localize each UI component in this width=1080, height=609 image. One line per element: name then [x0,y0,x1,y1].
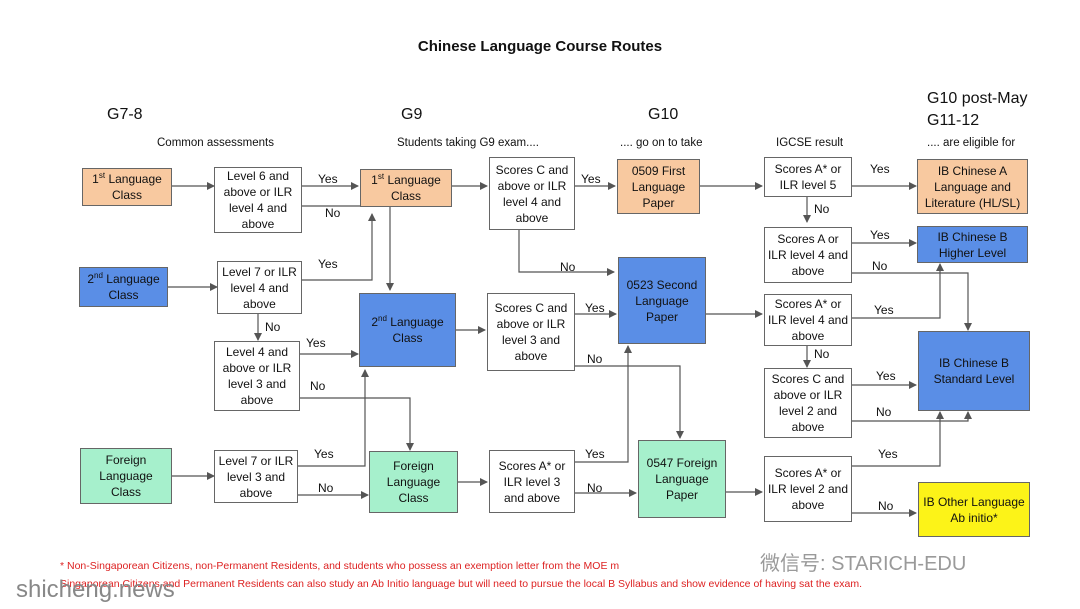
column-header-g11-12: G11-12 [927,112,980,129]
label-no: No [872,259,888,273]
ib-other-language-ab-initio: IB Other Language Ab initio* [918,482,1030,537]
label-no: No [587,481,603,495]
subheader-go-on: .... go on to take [620,137,703,149]
label-yes: Yes [306,336,326,350]
label-yes: Yes [585,301,605,315]
column-header-g10: G10 [648,106,679,123]
label-yes: Yes [876,369,896,383]
subheader-eligible: .... are eligible for [927,137,1016,149]
ib-chinese-a: IB Chinese A Language and Literature (HL… [917,159,1028,214]
label-no: No [587,352,603,366]
g9-exam-scores-astar-ilr-3: Scores A* or ILR level 3 and above [489,450,575,513]
second-language-class-g7-8-label: 2nd Language Class [87,271,160,303]
label-yes: Yes [870,162,890,176]
label-yes: Yes [314,447,334,461]
result-astar-ilr-4: Scores A* or ILR level 4 and above [764,294,852,346]
wechat-watermark: 微信号: STARICH-EDU [760,553,967,575]
footnote-line-1: * Non-Singaporean Citizens, non-Permanen… [60,560,620,572]
label-no: No [814,202,830,216]
label-no: No [310,379,326,393]
g9-exam-scores-c-ilr-3: Scores C and above or ILR level 3 and ab… [487,293,575,371]
subheader-igcse-result: IGCSE result [776,137,844,149]
column-header-g7-8: G7-8 [107,106,143,123]
first-language-class-g7-8: 1st Language Class [82,168,172,206]
label-no: No [265,320,281,334]
subheader-common-assessments: Common assessments [157,137,274,149]
subheader-g9-exam: Students taking G9 exam.... [397,137,539,149]
label-no: No [878,499,894,513]
g9-exam-scores-c-ilr-4: Scores C and above or ILR level 4 and ab… [489,157,575,230]
result-a-ilr-4: Scores A or ILR level 4 and above [764,227,852,283]
second-language-class-g9-label: 2nd Language Class [371,314,444,346]
assessment-level-7-ilr-3: Level 7 or ILR level 3 and above [214,450,298,503]
assessment-level-4: Level 4 and above or ILR level 3 and abo… [214,341,300,411]
label-yes: Yes [870,228,890,242]
site-watermark: shicheng.news [16,576,175,603]
label-yes: Yes [878,447,898,461]
label-yes: Yes [585,447,605,461]
label-yes: Yes [874,303,894,317]
first-language-class-g9-label: 1st Language Class [371,172,441,204]
label-no: No [318,481,334,495]
foreign-language-class-g9: Foreign Language Class [369,451,458,513]
diagram-title: Chinese Language Course Routes [417,38,663,55]
label-no: No [325,206,341,220]
first-language-class-g7-8-label: 1st Language Class [92,171,162,203]
foreign-language-class-g7-8: Foreign Language Class [80,448,172,504]
second-language-class-g9: 2nd Language Class [359,293,456,367]
result-c-ilr-2: Scores C and above or ILR level 2 and ab… [764,368,852,438]
paper-0523-second-language: 0523 Second Language Paper [618,257,706,344]
result-astar-ilr-2: Scores A* or ILR level 2 and above [764,456,852,522]
label-no: No [560,260,576,274]
paper-0509-first-language: 0509 First Language Paper [617,159,700,214]
label-yes: Yes [581,172,601,186]
assessment-level-6: Level 6 and above or ILR level 4 and abo… [214,167,302,233]
label-no: No [814,347,830,361]
label-no: No [876,405,892,419]
column-header-g9: G9 [401,106,423,123]
column-header-g10-post-may: G10 post-May [927,90,1028,107]
result-astar-ilr-5: Scores A* or ILR level 5 [764,157,852,197]
label-yes: Yes [318,172,338,186]
paper-0547-foreign-language: 0547 Foreign Language Paper [638,440,726,518]
label-yes: Yes [318,257,338,271]
ib-chinese-b-higher-level: IB Chinese B Higher Level [917,226,1028,263]
second-language-class-g7-8: 2nd Language Class [79,267,168,307]
assessment-level-7-ilr-4: Level 7 or ILR level 4 and above [217,261,302,314]
footnote-line-2: Singaporean Citizens and Permanent Resid… [60,578,863,590]
ib-chinese-b-standard-level: IB Chinese B Standard Level [918,331,1030,411]
first-language-class-g9: 1st Language Class [360,169,452,207]
